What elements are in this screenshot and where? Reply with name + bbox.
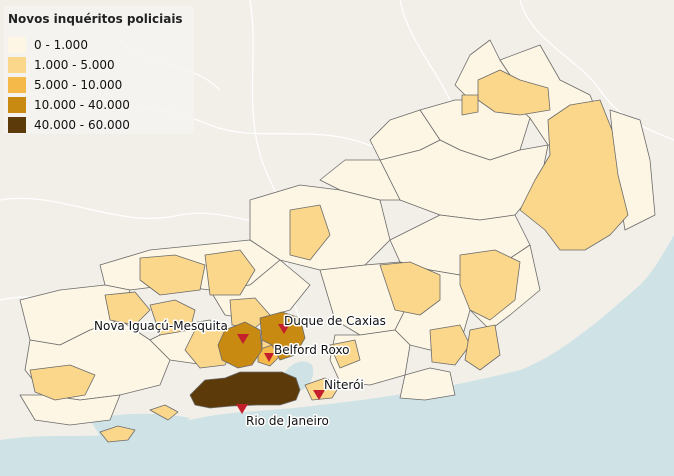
- region-west-b: [204, 249, 256, 296]
- marker-duque-de-caxias[interactable]: [278, 324, 290, 334]
- region-niteroi-area: [304, 377, 341, 401]
- region-north-small: [461, 94, 479, 116]
- municipalities-class-3: [217, 311, 306, 369]
- region-lakes-orange-2: [464, 324, 501, 371]
- label-niteroi: Niterói: [324, 378, 364, 392]
- legend-label-3: 10.000 - 40.000: [34, 98, 130, 112]
- legend-item: 40.000 - 60.000: [8, 116, 130, 134]
- marker-rio-de-janeiro[interactable]: [236, 404, 248, 414]
- region-rio-de-janeiro: [189, 371, 301, 409]
- map-legend: Novos inquéritos policiais 0 - 1.000 1.0…: [4, 6, 194, 134]
- ocean: [0, 235, 674, 476]
- region-campos: [519, 99, 629, 251]
- region-west-d: [149, 299, 196, 336]
- city-markers: [236, 324, 325, 414]
- region-serra-west: [379, 261, 441, 316]
- region-itaperuna: [477, 69, 551, 116]
- legend-label-0: 0 - 1.000: [34, 38, 88, 52]
- region-lakes-orange: [429, 324, 471, 366]
- legend-swatch-4: [8, 117, 26, 133]
- label-rio-de-janeiro: Rio de Janeiro: [246, 414, 329, 428]
- label-belford-roxo: Belford Roxo: [274, 343, 350, 357]
- municipalities-class-4: [189, 371, 301, 409]
- legend-label-4: 40.000 - 60.000: [34, 118, 130, 132]
- region-duque-de-caxias: [259, 311, 306, 361]
- legend-label-1: 1.000 - 5.000: [34, 58, 115, 72]
- legend-item: 1.000 - 5.000: [8, 56, 115, 74]
- legend-swatch-3: [8, 97, 26, 113]
- region-north-west-1: [319, 159, 401, 201]
- region-metro-east-2: [399, 367, 456, 401]
- region-coast-small: [149, 404, 179, 421]
- legend-title: Novos inquéritos policiais: [8, 12, 183, 26]
- region-ilha-grande: [99, 425, 136, 443]
- legend-swatch-2: [8, 77, 26, 93]
- region-west-c: [104, 291, 151, 326]
- marker-belford-roxo[interactable]: [264, 353, 274, 362]
- marker-nova-iguacu[interactable]: [237, 334, 249, 344]
- legend-item: 0 - 1.000: [8, 36, 88, 54]
- legend-swatch-0: [8, 37, 26, 53]
- label-nova-iguacu: Nova Iguaçú-Mesquita: [94, 319, 228, 333]
- legend-item: 5.000 - 10.000: [8, 76, 122, 94]
- region-metro-east-a: [329, 339, 361, 369]
- legend-swatch-1: [8, 57, 26, 73]
- region-south-west-coast: [29, 364, 96, 401]
- marker-niteroi[interactable]: [313, 390, 325, 400]
- region-central-west: [289, 204, 331, 261]
- region-north-central: [369, 109, 441, 161]
- legend-item: 10.000 - 40.000: [8, 96, 130, 114]
- region-nova-iguacu: [217, 321, 263, 369]
- label-duque-de-caxias: Duque de Caxias: [284, 314, 386, 328]
- legend-label-2: 5.000 - 10.000: [34, 78, 123, 92]
- region-serra-east: [459, 249, 521, 321]
- region-west-a: [139, 254, 206, 296]
